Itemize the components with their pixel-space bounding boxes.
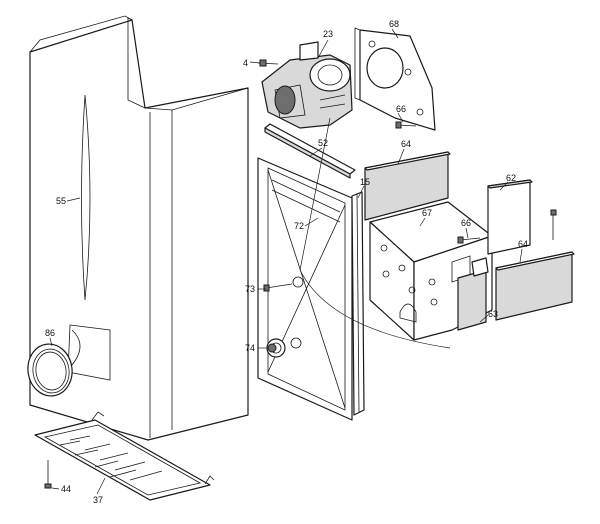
callout-44: 44 [61, 484, 71, 494]
callout-68: 68 [389, 19, 399, 29]
insulation-panel-part-64-upper [364, 151, 451, 221]
callout-64-upper: 64 [401, 139, 411, 149]
callout-63: 63 [488, 309, 498, 319]
screw-part-66-lower [457, 236, 481, 244]
screw-part-44 [44, 460, 52, 489]
leader-lines [49, 28, 523, 495]
bottom-tray-part-37 [34, 411, 215, 501]
callout-66-upper: 66 [396, 104, 406, 114]
callout-62: 62 [506, 173, 516, 183]
rear-plate-part-68 [354, 27, 436, 131]
callout-64-lower: 64 [518, 239, 528, 249]
fitting-part-74 [267, 343, 277, 353]
callout-86: 86 [45, 328, 55, 338]
callout-55: 55 [56, 196, 66, 206]
back-panel-part-72 [257, 157, 353, 421]
callout-73: 73 [245, 284, 255, 294]
routing-line [299, 117, 451, 349]
fan-unit-part-23 [261, 41, 353, 129]
callout-72: 72 [294, 221, 304, 231]
callout-4: 4 [243, 58, 248, 68]
callout-52: 52 [318, 138, 328, 148]
callout-15: 15 [360, 177, 370, 187]
screw-part-66-upper [395, 121, 417, 129]
screw-part-73 [263, 283, 293, 292]
oval-frame-part-86 [27, 343, 73, 397]
callout-37: 37 [93, 495, 103, 505]
callout-23: 23 [323, 29, 333, 39]
callout-66-lower: 66 [461, 218, 471, 228]
insulation-panel-part-64-lower [495, 251, 575, 321]
front-casing-part-55 [29, 15, 249, 441]
side-strip-part-15 [351, 191, 365, 416]
side-panel-part-62 [487, 179, 557, 255]
callout-labels: 4 23 68 66 52 64 15 55 72 67 66 62 64 73… [45, 19, 528, 505]
screw-part-4 [257, 59, 279, 67]
callout-67: 67 [422, 208, 432, 218]
insulation-panel-part-63 [457, 257, 489, 331]
callout-74: 74 [245, 343, 255, 353]
